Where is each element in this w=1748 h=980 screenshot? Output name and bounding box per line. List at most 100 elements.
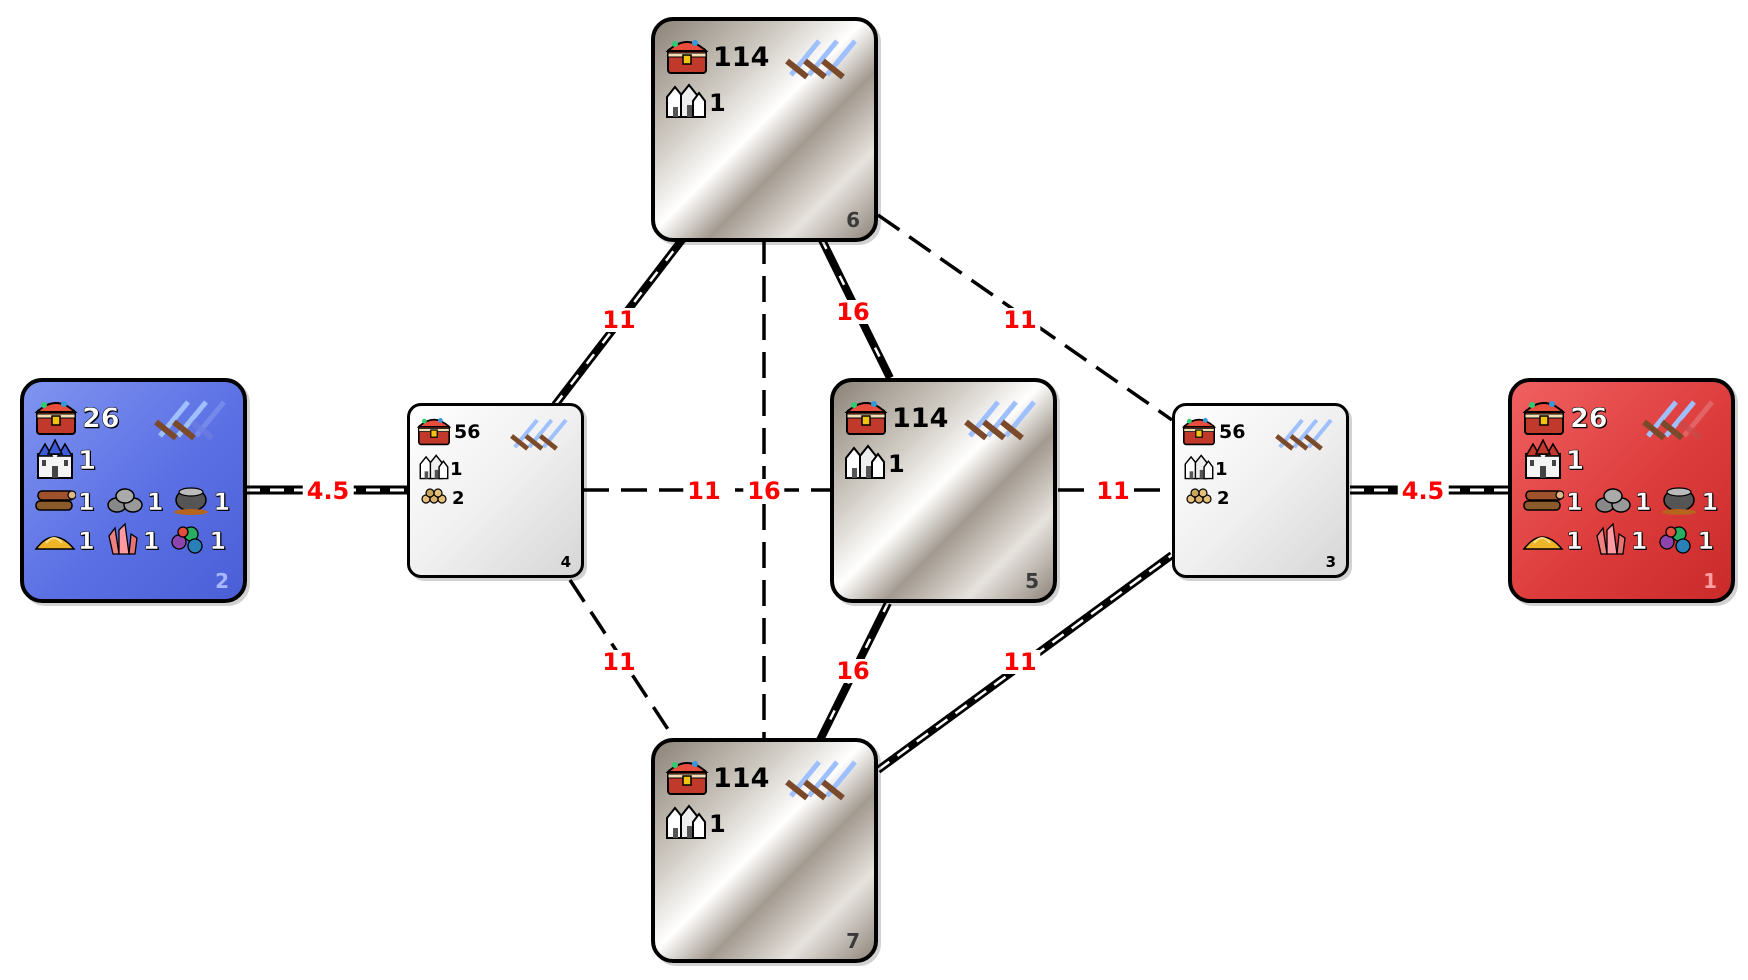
gold-value: 1: [78, 527, 95, 556]
town-icon: [418, 454, 450, 484]
gems-icon: [169, 524, 207, 558]
ore-value: 1: [146, 488, 164, 517]
gems-value: 1: [1697, 527, 1715, 556]
zone-3[interactable]: 56 1 2 3: [1172, 403, 1349, 578]
treasure-row: 114: [665, 756, 769, 800]
crystal-icon: [1593, 522, 1629, 560]
town-row: 1: [844, 444, 905, 484]
zone-5[interactable]: 114 1 5: [830, 378, 1057, 603]
zone-id: 2: [215, 569, 229, 593]
treasure-chest-icon: [34, 396, 78, 440]
zone-id: 4: [560, 553, 571, 571]
zone-id: 5: [1025, 569, 1039, 593]
treasure-value: 26: [82, 402, 120, 434]
edge-label-4-5: 11: [683, 479, 725, 503]
town-row: 1: [665, 83, 726, 123]
edge-label-6-7: 16: [743, 479, 785, 503]
zone-id: 1: [1703, 569, 1717, 593]
town-icon: [665, 804, 707, 844]
zone-id: 7: [846, 929, 860, 953]
mines-row: 2: [420, 486, 465, 510]
zone-id: 6: [846, 208, 860, 232]
edge-label-6-3: 11: [999, 308, 1041, 332]
treasure-value: 26: [1570, 402, 1608, 434]
treasure-chest-icon: [1181, 414, 1217, 450]
mines-row: 2: [1185, 486, 1230, 510]
treasure-value: 114: [892, 402, 949, 434]
mine-resources-icon: [1185, 486, 1213, 510]
crystal-icon: [105, 522, 141, 560]
ore-icon: [105, 485, 145, 519]
resources-row-1: 1 1 1: [1522, 484, 1718, 520]
treasure-row: 56: [416, 414, 480, 450]
swords-icon: [785, 31, 865, 85]
mines-value: 2: [452, 487, 465, 509]
wood-icon: [1522, 485, 1565, 519]
wood-value: 1: [78, 488, 95, 517]
treasure-value: 56: [454, 421, 481, 443]
treasure-chest-icon: [665, 756, 709, 800]
ore-icon: [1593, 485, 1633, 519]
zone-1[interactable]: 26 1 1 1 1 1 1 1 1: [1508, 378, 1735, 603]
treasure-value: 114: [713, 41, 770, 73]
swords-icon: [510, 412, 574, 456]
swords-icon: [1275, 412, 1339, 456]
town-icon: [1183, 454, 1215, 484]
edge-label-7-3: 11: [999, 650, 1041, 674]
crystal-value: 1: [142, 527, 160, 556]
treasure-chest-icon: [1522, 396, 1566, 440]
treasure-chest-icon: [844, 396, 888, 440]
castle-value: 1: [1566, 446, 1585, 477]
castle-value: 1: [78, 446, 97, 477]
treasure-row: 114: [844, 396, 948, 440]
gold-icon: [1522, 525, 1564, 557]
castle-icon: [34, 438, 76, 484]
treasure-row: 26: [1522, 396, 1608, 440]
treasure-row: 114: [665, 35, 769, 79]
mercury-value: 1: [1701, 488, 1719, 517]
crystal-value: 1: [1630, 527, 1648, 556]
treasure-chest-icon: [416, 414, 452, 450]
swords-icon: [1642, 392, 1722, 446]
zone-id: 3: [1325, 553, 1336, 571]
town-value: 1: [709, 89, 726, 117]
edge-label-4-6: 11: [598, 308, 640, 332]
gold-icon: [34, 525, 76, 557]
castle-row: 1: [1522, 438, 1584, 484]
mercury-icon: [1659, 484, 1699, 520]
edge-label-6-5: 16: [832, 300, 874, 324]
town-value: 1: [709, 810, 726, 838]
treasure-value: 114: [713, 762, 770, 794]
town-icon: [844, 444, 886, 484]
zone-6[interactable]: 114 1 6: [651, 17, 878, 242]
zone-2[interactable]: 26 1 1 1 1 1 1 1 2: [20, 378, 247, 603]
swords-icon: [785, 752, 865, 806]
mercury-icon: [171, 484, 211, 520]
resources-row-1: 1 1 1: [34, 484, 230, 520]
gold-value: 1: [1566, 527, 1583, 556]
town-row: 1: [418, 454, 463, 484]
mine-resources-icon: [420, 486, 448, 510]
edge-label-3-1: 4.5: [1397, 479, 1449, 503]
edge-label-5-7: 16: [832, 659, 874, 683]
zone-4[interactable]: 56 1 2 4: [407, 403, 584, 578]
mercury-value: 1: [213, 488, 231, 517]
wood-icon: [34, 485, 77, 519]
resources-row-2: 1 1 1: [34, 522, 226, 560]
town-icon: [665, 83, 707, 123]
wood-value: 1: [1566, 488, 1583, 517]
gems-icon: [1657, 524, 1695, 558]
zone-7[interactable]: 114 1 7: [651, 738, 878, 963]
treasure-chest-icon: [665, 35, 709, 79]
edge-label-4-7: 11: [598, 650, 640, 674]
town-row: 1: [665, 804, 726, 844]
town-value: 1: [450, 458, 463, 480]
resources-row-2: 1 1 1: [1522, 522, 1714, 560]
town-value: 1: [1215, 458, 1228, 480]
ore-value: 1: [1634, 488, 1652, 517]
treasure-row: 26: [34, 396, 120, 440]
treasure-row: 56: [1181, 414, 1245, 450]
edge-label-2-4: 4.5: [302, 479, 354, 503]
swords-icon: [154, 392, 234, 446]
